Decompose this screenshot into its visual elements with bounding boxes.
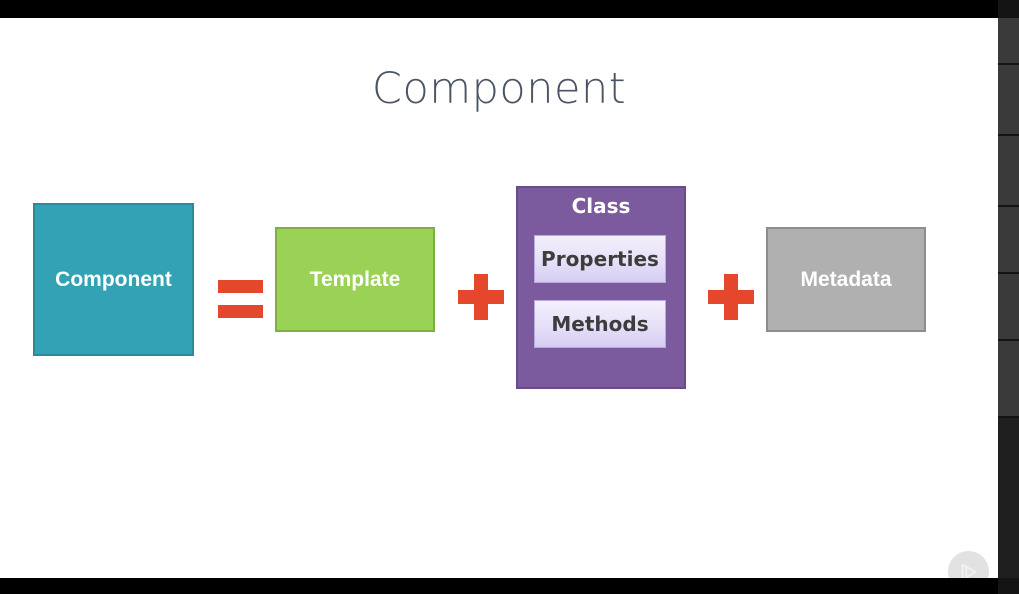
letterbox-top xyxy=(0,0,998,18)
operator-plus-first-icon xyxy=(458,274,504,320)
operator-equals-icon xyxy=(218,280,263,318)
plus-bar-horizontal xyxy=(708,290,754,304)
diagram-node-properties-label: Properties xyxy=(541,247,659,271)
diagram-node-methods: Methods xyxy=(534,300,666,348)
rail-segment[interactable] xyxy=(998,207,1019,273)
diagram-node-component: Component xyxy=(33,203,194,356)
diagram-node-template: Template xyxy=(275,227,435,332)
equals-bar-bottom xyxy=(218,305,263,318)
right-rail[interactable] xyxy=(998,0,1019,594)
play-triangle-logo-icon xyxy=(948,551,989,578)
rail-segment[interactable] xyxy=(998,18,1019,64)
diagram-node-metadata-label: Metadata xyxy=(800,267,892,291)
diagram-node-properties: Properties xyxy=(534,235,666,283)
rail-segment[interactable] xyxy=(998,341,1019,417)
rail-segment[interactable] xyxy=(998,136,1019,206)
rail-segment[interactable] xyxy=(998,65,1019,135)
rail-scrollbar-thumb[interactable] xyxy=(998,418,1019,578)
page-title: Component xyxy=(371,64,627,114)
diagram-node-class: Class Properties Methods xyxy=(516,186,686,389)
diagram-node-template-label: Template xyxy=(309,267,401,291)
diagram-node-metadata: Metadata xyxy=(766,227,926,332)
equals-bar-top xyxy=(218,280,263,293)
plus-bar-horizontal xyxy=(458,290,504,304)
rail-segment[interactable] xyxy=(998,274,1019,340)
diagram-node-component-label: Component xyxy=(55,267,172,291)
slide-canvas: Component Component Template Class Prope… xyxy=(0,18,998,578)
diagram-node-methods-label: Methods xyxy=(551,312,649,336)
diagram-node-class-label: Class xyxy=(571,194,631,218)
operator-plus-second-icon xyxy=(708,274,754,320)
letterbox-bottom xyxy=(0,578,998,594)
